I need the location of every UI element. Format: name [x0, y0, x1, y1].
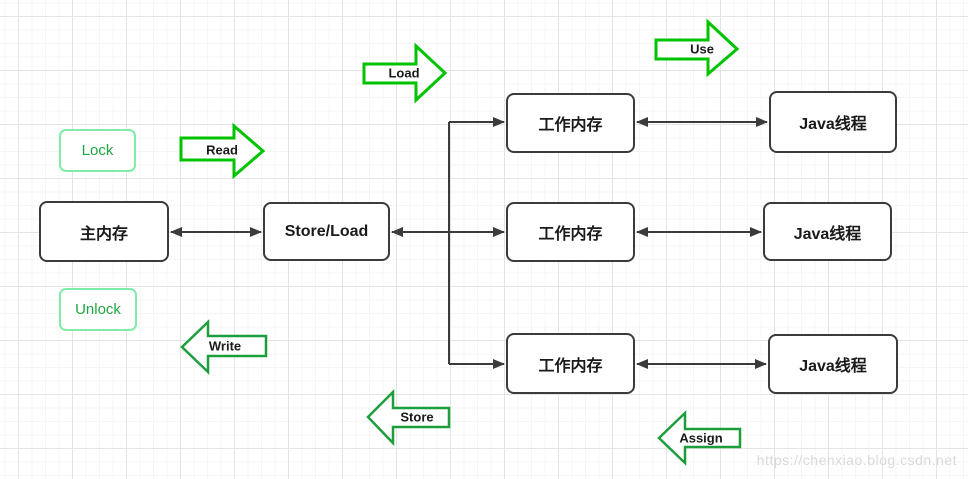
watermark: https://chenxiao.blog.csdn.net — [756, 452, 957, 468]
node-store-load-label: Store/Load — [284, 222, 369, 240]
load-arrow-shape — [362, 42, 448, 104]
node-working-memory-1-label: 工作内存 — [538, 117, 603, 134]
use-arrow-label: Use — [690, 41, 714, 57]
node-java-thread-1: Java线程 — [769, 91, 897, 153]
node-java-thread-1-label: Java线程 — [799, 116, 867, 133]
read-arrow-label: Read — [206, 142, 238, 158]
lock-tag: Lock — [59, 129, 136, 172]
assign-arrow-shape — [657, 410, 742, 466]
node-working-memory-2: 工作内存 — [506, 202, 635, 262]
node-main-memory-label: 主内存 — [79, 225, 128, 243]
node-java-thread-2: Java线程 — [763, 202, 892, 261]
load-arrow-label: Load — [388, 65, 420, 81]
node-working-memory-3-label: 工作内存 — [538, 357, 603, 375]
lock-tag-label: Lock — [81, 142, 114, 159]
node-working-memory-1: 工作内存 — [506, 93, 635, 153]
store-arrow-label: Store — [400, 409, 434, 425]
node-working-memory-2-label: 工作内存 — [538, 226, 603, 243]
assign-arrow-label: Assign — [679, 430, 723, 446]
use-arrow-shape — [654, 18, 740, 78]
node-main-memory: 主内存 — [39, 201, 169, 262]
store-arrow-shape — [366, 388, 451, 447]
write-arrow-label: Write — [208, 338, 242, 354]
read-arrow-shape — [179, 122, 266, 180]
node-store-load: Store/Load — [263, 202, 390, 261]
node-java-thread-3-label: Java线程 — [799, 358, 867, 375]
node-java-thread-2-label: Java线程 — [793, 225, 862, 243]
node-working-memory-3: 工作内存 — [506, 333, 635, 394]
unlock-tag-label: Unlock — [75, 301, 121, 318]
write-arrow-shape — [180, 319, 268, 375]
node-java-thread-3: Java线程 — [768, 334, 898, 394]
unlock-tag: Unlock — [59, 288, 137, 331]
